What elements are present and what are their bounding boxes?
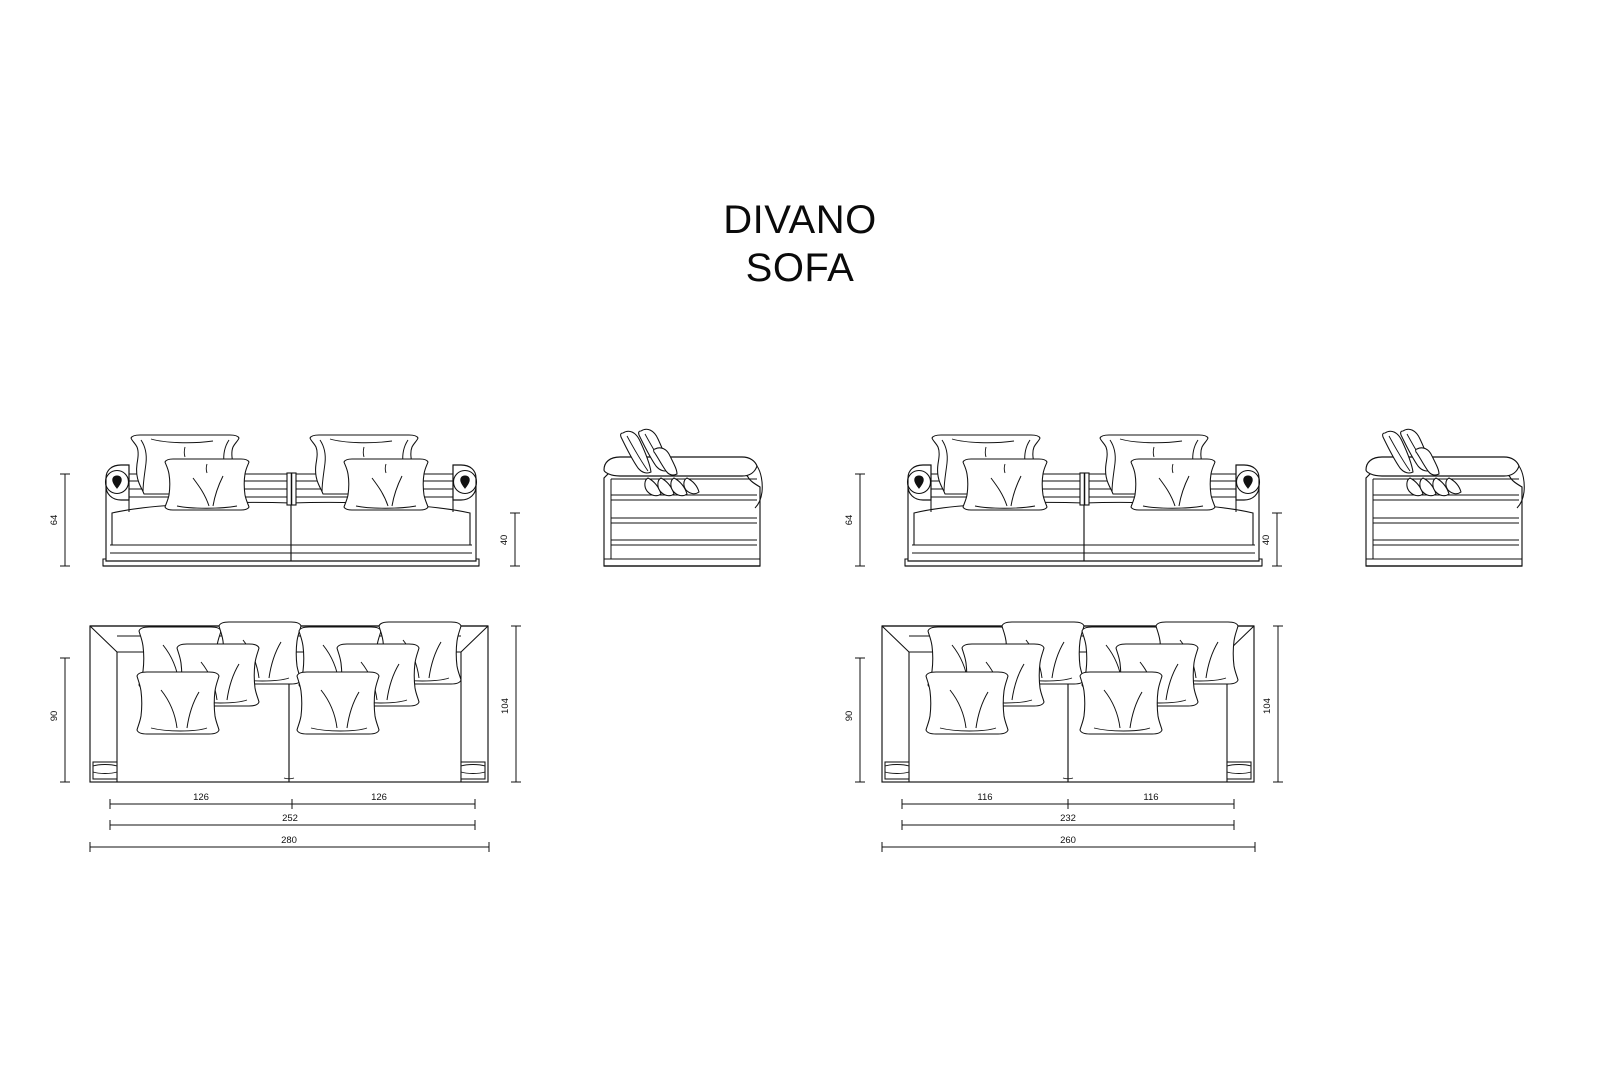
dimension-label-height: 64 (844, 515, 855, 526)
view-plan-large: 90 104 126 126 2 (49, 621, 521, 852)
dimension-label-total-depth: 104 (500, 698, 511, 714)
dimension-label-inner-width: 252 (282, 813, 298, 824)
dimension-depth-90-left: 90 (49, 657, 70, 783)
dimension-depth-104-left: 104 (500, 625, 521, 783)
dimension-label-overall-width: 280 (281, 835, 297, 846)
dimension-label-seat-width-a: 126 (193, 792, 209, 803)
dimension-label-seat-height: 40 (1261, 535, 1272, 546)
arm-right-small (1235, 464, 1261, 512)
dimension-label-seat-depth: 90 (844, 711, 855, 722)
center-divider-right (1079, 472, 1090, 506)
view-front-elevation-large: 64 40 (49, 434, 520, 567)
center-divider-left (286, 472, 297, 506)
dimension-seat-height-40-right: 40 (1261, 512, 1282, 567)
side-cushions-small (1382, 428, 1440, 476)
arm-left-large (104, 464, 130, 512)
dimension-seat-height-40-left: 40 (499, 512, 520, 567)
dimension-depth-90-right: 90 (844, 657, 865, 783)
dimension-label-overall-width: 260 (1060, 835, 1076, 846)
plan-arm-caps-small (884, 761, 1252, 780)
view-side-elevation-large (603, 428, 763, 567)
arm-left-small (906, 464, 932, 512)
dimension-label-seat-width-b: 126 (371, 792, 387, 803)
dimension-label-seat-height: 40 (499, 535, 510, 546)
dimension-height-64-right: 64 (844, 473, 865, 567)
dimension-depth-104-right: 104 (1262, 625, 1283, 783)
side-cushion-tucks-large (644, 477, 700, 497)
side-cushion-tucks-small (1406, 477, 1462, 497)
dimension-height-64-left: 64 (49, 473, 70, 567)
dimension-label-seat-width-a: 116 (977, 792, 992, 803)
arm-right-large (452, 464, 478, 512)
dimension-chain-width-left: 126 126 252 280 (89, 792, 490, 852)
view-side-elevation-small (1365, 428, 1525, 567)
dimension-label-seat-width-b: 116 (1143, 792, 1158, 803)
dimension-chain-width-right: 116 116 232 260 (881, 792, 1256, 852)
plan-arm-caps-large (92, 761, 486, 780)
dimension-label-height: 64 (49, 515, 60, 526)
dimension-label-total-depth: 104 (1262, 698, 1273, 714)
view-front-elevation-small: 64 40 (844, 434, 1282, 567)
dimension-label-inner-width: 232 (1060, 813, 1076, 824)
view-plan-small: 90 104 116 116 232 (844, 621, 1283, 852)
dimension-label-seat-depth: 90 (49, 711, 60, 722)
side-cushions-large (620, 428, 678, 476)
